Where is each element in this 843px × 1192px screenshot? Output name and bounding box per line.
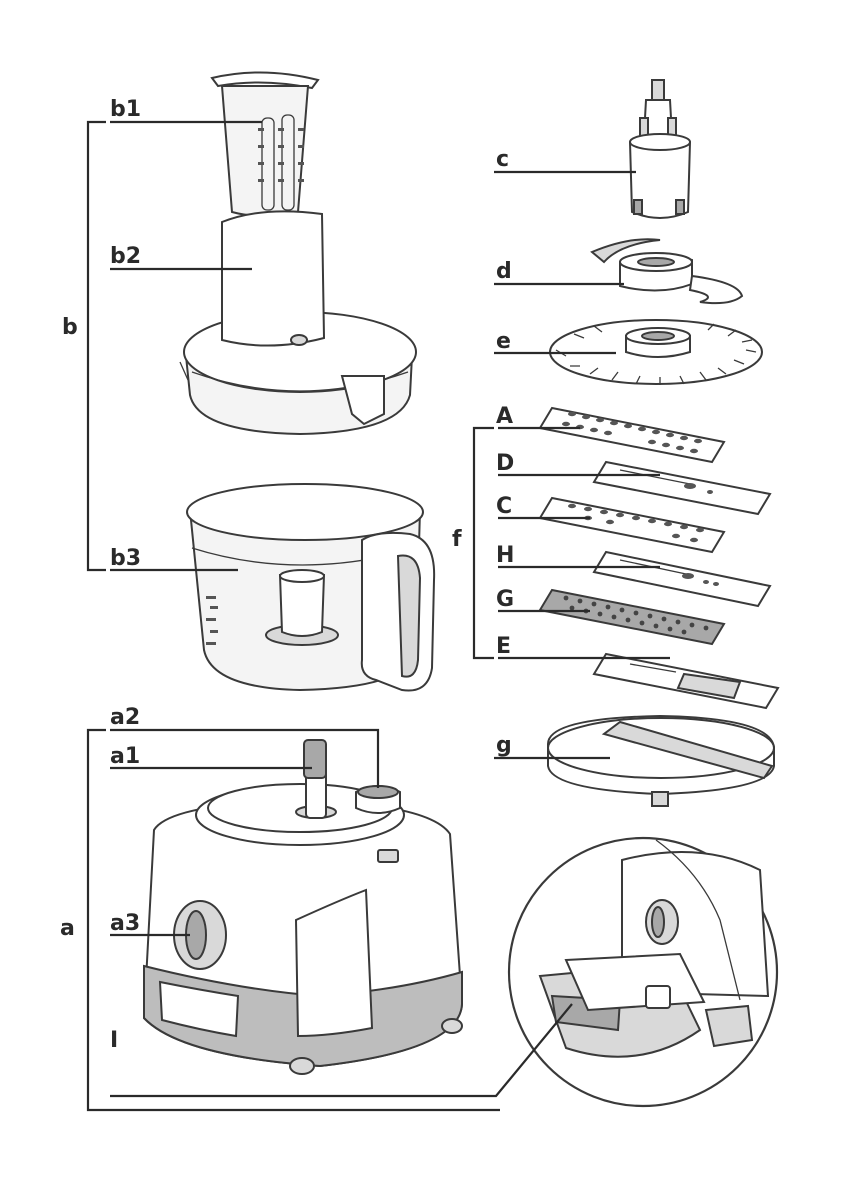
label-A: A bbox=[496, 404, 513, 429]
drive-shaft-c-illustration bbox=[630, 80, 690, 218]
label-E: E bbox=[496, 634, 511, 659]
disc-insert-H-illustration bbox=[594, 552, 770, 606]
disc-holder-g-illustration bbox=[548, 716, 774, 806]
label-C: C bbox=[496, 494, 512, 519]
cord-storage-zoom-illustration bbox=[509, 838, 777, 1106]
label-I: I bbox=[110, 1028, 118, 1053]
label-d: d bbox=[496, 259, 512, 284]
label-a: a bbox=[60, 916, 75, 941]
feed-pusher-b1-illustration bbox=[212, 72, 318, 216]
disc-insert-A-illustration bbox=[540, 408, 724, 462]
label-b2: b2 bbox=[110, 244, 141, 269]
label-a1: a1 bbox=[110, 744, 140, 769]
label-c: c bbox=[496, 147, 509, 172]
label-b: b bbox=[62, 315, 78, 340]
label-a2: a2 bbox=[110, 705, 140, 730]
label-D: D bbox=[496, 451, 514, 476]
lid-with-feed-tube-b2-illustration bbox=[180, 211, 416, 434]
blade-d-illustration bbox=[592, 239, 742, 303]
disc-insert-G-illustration bbox=[540, 590, 724, 644]
label-b1: b1 bbox=[110, 97, 141, 122]
label-G: G bbox=[496, 587, 514, 612]
bowl-b3-illustration bbox=[187, 484, 434, 691]
disc-insert-D-illustration bbox=[594, 462, 770, 514]
label-e: e bbox=[496, 329, 511, 354]
disc-insert-E-illustration bbox=[594, 654, 778, 708]
label-b3: b3 bbox=[110, 546, 141, 571]
label-H: H bbox=[496, 543, 514, 568]
motor-base-a-illustration bbox=[144, 740, 462, 1074]
disc-insert-C-illustration bbox=[540, 498, 724, 552]
label-g: g bbox=[496, 733, 512, 758]
label-f: f bbox=[452, 527, 462, 552]
label-a3: a3 bbox=[110, 911, 140, 936]
